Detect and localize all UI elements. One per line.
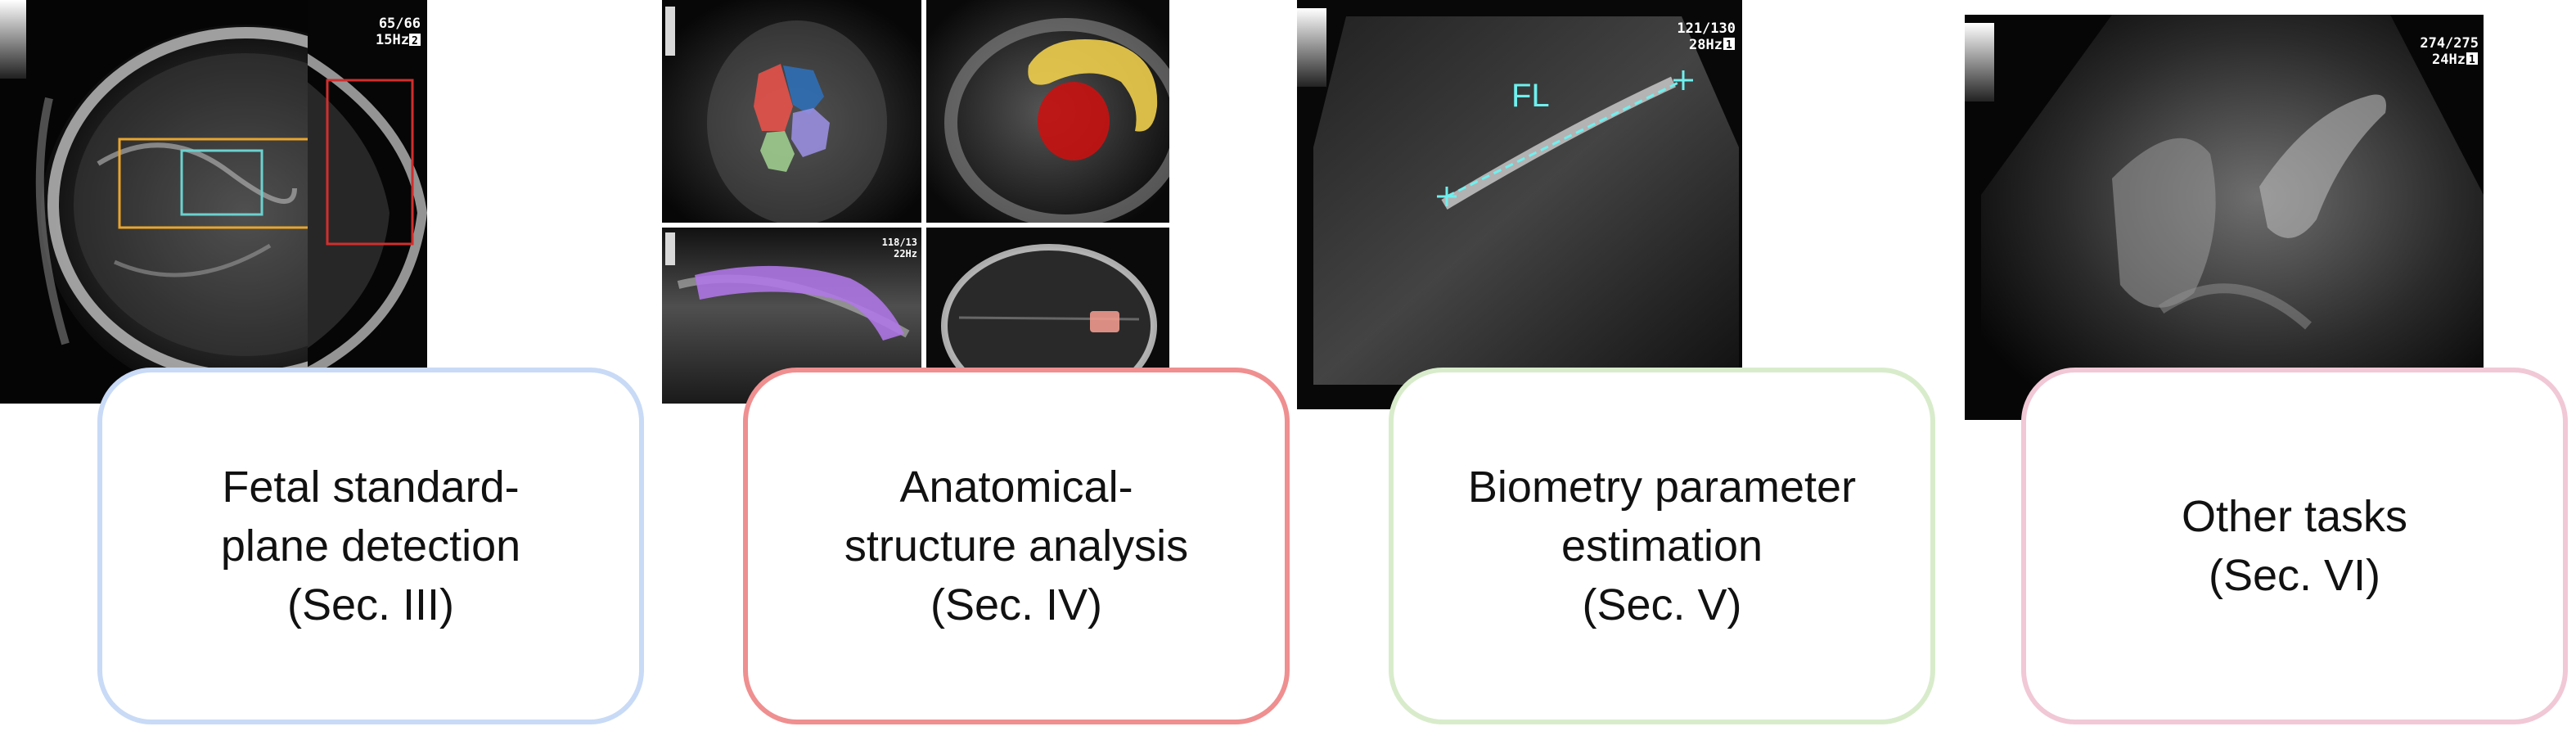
other-frame-counter: 274/275 [2420,35,2479,52]
card-line: (Sec. VI) [2208,551,2381,600]
svg-text:1: 1 [1726,39,1732,52]
card-line: Other tasks [2181,492,2408,541]
detection-ultrasound-right-svg: 65/66 15Hz 2 [308,0,427,404]
task-card-standard-plane-detection: Fetal standard- plane detection (Sec. II… [97,368,644,724]
ultrasound-image-other-tasks: 274/275 24Hz 1 [1965,15,2484,420]
card-line: (Sec. V) [1582,580,1742,629]
segmentation-mask-pink [1090,311,1119,332]
femur-length-label: FL [1511,78,1550,114]
other-frame-rate: 24Hz [2432,52,2466,68]
detection-box-orange [118,138,308,229]
ultrasound-image-standard-plane [0,0,308,404]
segmentation-mask-spine [695,265,904,341]
card-line: (Sec. III) [286,580,455,629]
detection-box-red-edge [326,79,414,246]
ultrasound-image-stomach-segmentation [926,0,1169,223]
other-ultrasound-svg: 274/275 24Hz 1 [1965,15,2484,420]
biometry-frame-counter: 121/130 [1677,20,1736,37]
svg-text:1: 1 [2469,54,2475,66]
segmentation-mask-left-atrium [754,64,793,131]
segmentation-mask-right-atrium [783,65,824,115]
ultrasound-image-heart-segmentation [662,0,921,223]
detection-frame-rate: 15Hz [376,32,409,48]
card-line: Anatomical- [899,463,1133,512]
task-card-anatomical-structure-analysis: Anatomical- structure analysis (Sec. IV) [743,368,1290,724]
task-card-biometry-parameter-estimation: Biometry parameter estimation (Sec. V) [1389,368,1935,724]
segmentation-mask-yellow [1028,39,1158,132]
femur-length-measurement [1446,79,1684,198]
card-line: Fetal standard- [222,463,520,512]
svg-text:2: 2 [412,35,418,47]
card-line: (Sec. IV) [930,580,1103,629]
card-line: Biometry parameter [1467,463,1857,512]
biometry-frame-rate: 28Hz [1689,37,1723,53]
caliper-end [1673,70,1693,90]
segmentation-mask-ventricle-purple [791,108,830,157]
card-line: structure analysis [844,521,1189,571]
ultrasound-image-femur-biometry: FL 121/130 28Hz 1 [1297,0,1742,409]
segmentation-mask-ventricle-green [760,131,795,172]
segmentation-heart-svg [662,0,921,223]
detection-frame-counter: 65/66 [379,16,421,32]
caliper-start [1437,187,1457,206]
task-card-other-tasks: Other tasks (Sec. VI) [2021,368,2568,724]
biometry-ultrasound-svg: FL 121/130 28Hz 1 [1297,0,1742,409]
card-line: estimation [1560,521,1763,571]
segmentation-mask-dark-red [1038,82,1110,160]
card-line: plane detection [220,521,521,571]
ultrasound-image-standard-plane-right: 65/66 15Hz 2 [308,0,427,404]
detection-ultrasound-svg [0,0,308,404]
detection-box-cyan [180,149,263,216]
segmentation-frame-counter: 118/13 [882,237,917,248]
segmentation-stomach-svg [926,0,1169,223]
segmentation-frame-rate: 22Hz [894,248,917,259]
